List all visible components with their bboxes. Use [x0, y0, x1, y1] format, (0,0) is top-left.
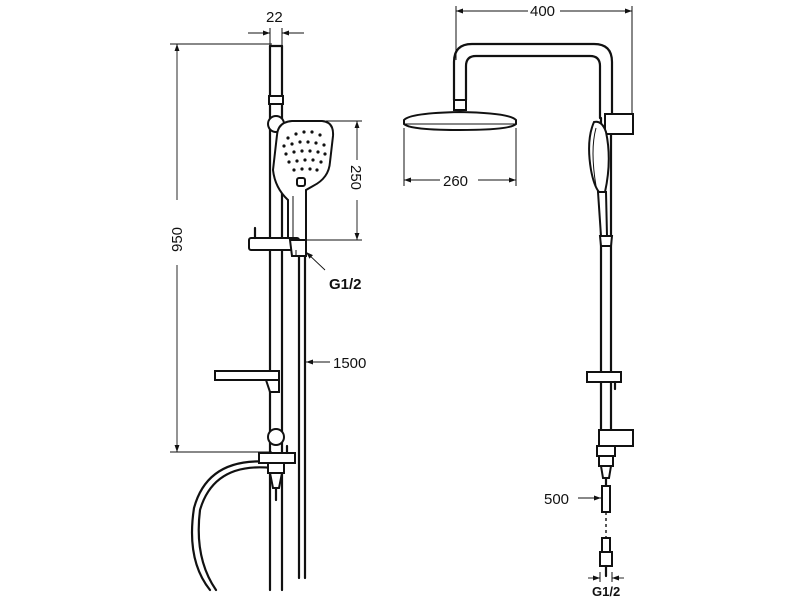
front-view: 400 260: [403, 3, 634, 599]
soap-dish: [214, 370, 280, 393]
dimension-height: 950: [169, 43, 272, 453]
connection-label-right: G1/2: [592, 584, 620, 599]
dimension-label-400: 400: [530, 3, 555, 20]
rain-shower-head: [403, 110, 517, 132]
diverter: [258, 444, 296, 502]
hand-shower-side: [271, 120, 335, 241]
dimension-head: 260: [403, 128, 517, 190]
upper-wall-bracket: [604, 113, 634, 135]
hose-callout: 1500: [306, 355, 366, 372]
dimension-label-22: 22: [266, 9, 283, 26]
connection-callout-right: G1/2: [588, 572, 624, 599]
dimension-label-500: 500: [544, 491, 569, 508]
dimension-label-260: 260: [443, 173, 468, 190]
pipe-callout: 500: [544, 491, 601, 508]
lower-bracket: [267, 428, 285, 446]
inlet-fitting: [599, 537, 613, 578]
shower-arm: [452, 42, 614, 120]
side-view: 22 950: [169, 9, 366, 592]
dimension-width: 22: [248, 9, 304, 45]
front-diverter: [596, 445, 616, 513]
dimension-label-1500: 1500: [333, 355, 366, 372]
hand-shower-front: [588, 120, 614, 247]
middle-holder: [586, 371, 622, 391]
connection-label-left: G1/2: [329, 276, 362, 293]
dimension-label-250: 250: [347, 165, 364, 190]
connection-callout-left: G1/2: [305, 251, 362, 293]
hand-shower-holder: [248, 226, 307, 257]
dimension-hand-shower: 250: [306, 120, 364, 241]
dimension-arm: 400: [455, 3, 633, 118]
dimension-label-950: 950: [169, 227, 186, 252]
shower-hose: [190, 254, 307, 592]
lower-wall-bracket: [598, 429, 634, 447]
